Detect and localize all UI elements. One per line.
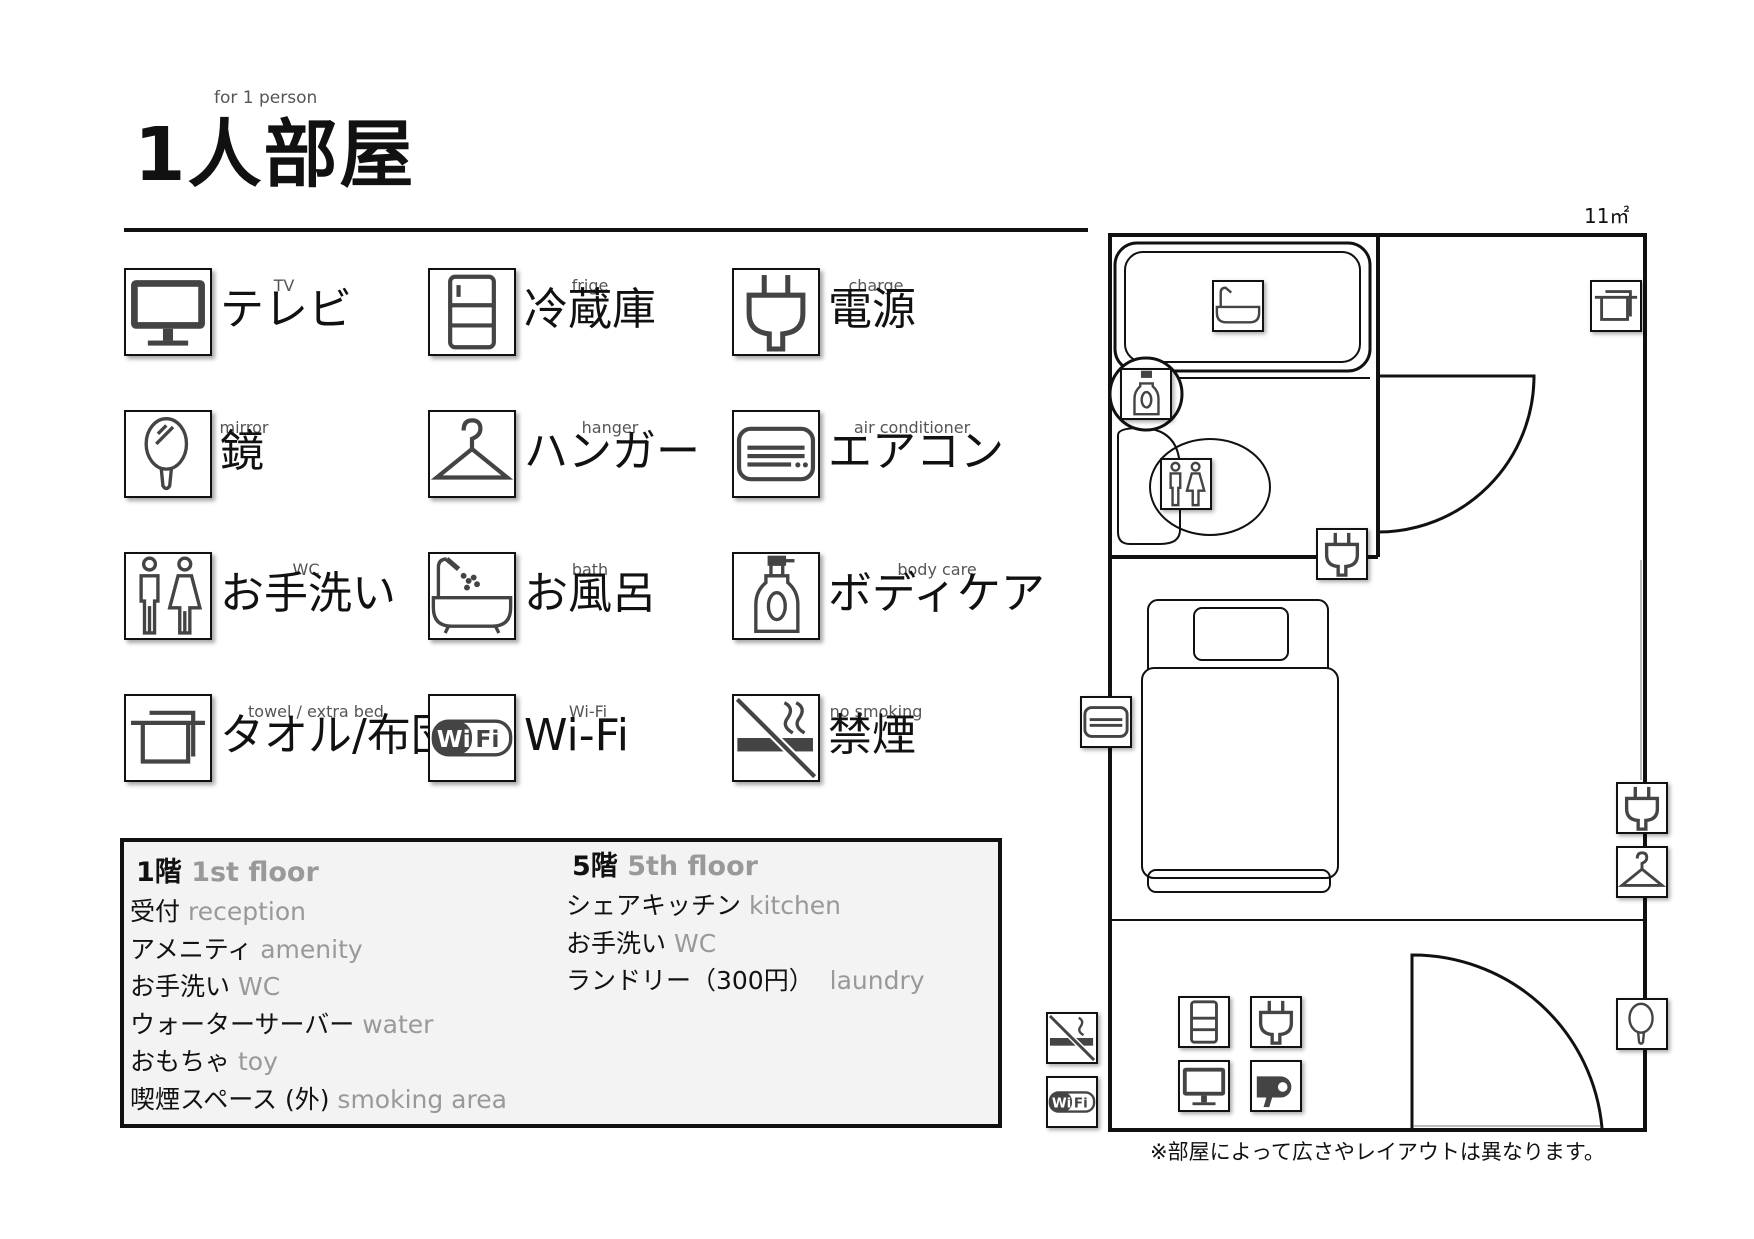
- floor-1-heading: 1階 1st floor: [136, 850, 507, 889]
- svg-text:Fi: Fi: [1074, 1096, 1088, 1111]
- amenity-en-label: body care: [897, 560, 977, 579]
- amenity-ja-label: タオル/布団: [220, 710, 455, 761]
- floor-1-ja: 1階: [136, 857, 182, 888]
- floor-item: ランドリー（300円） laundry: [566, 966, 925, 995]
- amenity-ja-label: 電源: [828, 284, 916, 335]
- amenity-ja-label: エアコン: [828, 426, 1004, 477]
- svg-text:Wi: Wi: [437, 725, 471, 753]
- mirror-icon: [124, 410, 212, 498]
- towel-icon: [124, 694, 212, 782]
- amenity-en-label: frige: [571, 276, 609, 295]
- no-smoking-icon: [732, 694, 820, 782]
- floor-5-heading: 5階 5th floor: [572, 844, 925, 883]
- amenity-en-label: no smoking: [829, 702, 923, 721]
- amenity-en-label: towel / extra bed: [248, 702, 384, 721]
- svg-text:Wi: Wi: [1052, 1096, 1071, 1111]
- floor-item: お手洗い WC: [566, 928, 717, 958]
- mirror-icon: [1616, 998, 1668, 1050]
- air-conditioner-icon: [1080, 696, 1132, 748]
- floor-item: お手洗い WC: [130, 972, 281, 1001]
- amenity-en-label: air conditioner: [853, 418, 971, 437]
- amenity-en-label: bath: [571, 560, 609, 579]
- subtitle-english: for 1 person: [214, 88, 318, 108]
- floor-item: 受付 reception: [130, 897, 306, 926]
- bathtub: [1113, 241, 1372, 373]
- amenity-ja-label: ボディケア: [828, 568, 1045, 619]
- body-care-bottle-icon: [1120, 368, 1172, 420]
- floor-5-ja: 5階: [572, 851, 618, 882]
- floor-1-en: 1st floor: [191, 857, 319, 888]
- towel-icon: [1590, 280, 1642, 332]
- floor-item: 喫煙スペース (外) smoking area: [130, 1084, 507, 1114]
- amenity-ja-label: ハンガー: [524, 426, 700, 477]
- hanger-icon: [428, 410, 516, 498]
- page-title: 1人部屋: [134, 112, 416, 198]
- tv-icon: [1178, 1060, 1230, 1112]
- amenity-en-label: Wi-Fi: [568, 702, 608, 721]
- room-area-label: 11㎡: [1584, 204, 1630, 228]
- tv-icon: [124, 268, 212, 356]
- amenity-ja-label: お風呂: [524, 568, 656, 619]
- amenity-en-label: mirror: [219, 418, 269, 437]
- bathtub-icon: [1212, 280, 1264, 332]
- restroom-icon: [124, 552, 212, 640]
- floor-guide: 1階 1st floor 受付 reception アメニティ amenity …: [120, 838, 1002, 1128]
- floor-1-column: 1階 1st floor 受付 reception アメニティ amenity …: [130, 850, 507, 1118]
- amenity-ja-label: Wi-Fi: [524, 710, 629, 761]
- fridge-icon: [1178, 996, 1230, 1048]
- bed-foot: [1147, 869, 1331, 893]
- floor-item: アメニティ amenity: [130, 934, 363, 964]
- floor-item: シェアキッチン kitchen: [566, 891, 842, 920]
- amenity-en-label: TV: [273, 276, 295, 295]
- restroom-icon: [1160, 458, 1212, 510]
- bathroom-door: [1377, 374, 1536, 534]
- plug-icon: [732, 268, 820, 356]
- layout-disclaimer: ※部屋によって広さやレイアウトは異なります。: [1150, 1140, 1605, 1164]
- no-smoking-icon: [1046, 1012, 1098, 1064]
- floor-5-en: 5th floor: [627, 851, 758, 882]
- floor-5-column: 5階 5th floor シェアキッチン kitchen お手洗い WC ランド…: [566, 844, 925, 1000]
- amenity-en-label: charge: [848, 276, 904, 295]
- svg-text:Fi: Fi: [475, 725, 499, 753]
- plug-icon: [1250, 996, 1302, 1048]
- amenity-en-label: hanger: [581, 418, 639, 437]
- amenity-ja-label: お手洗い: [220, 568, 396, 619]
- fridge-icon: [428, 268, 516, 356]
- bathtub-icon: [428, 552, 516, 640]
- entry-door: [1410, 953, 1604, 1129]
- amenity-ja-label: 冷蔵庫: [524, 284, 656, 335]
- floor-item: ウォーターサーバー water: [130, 1009, 434, 1039]
- plug-icon: [1616, 782, 1668, 834]
- amenity-ja-label: 鏡: [220, 426, 264, 477]
- bathtub-inner: [1124, 251, 1361, 363]
- plug-icon: [1316, 528, 1368, 580]
- pillow: [1193, 607, 1289, 661]
- body-care-bottle-icon: [732, 552, 820, 640]
- hanger-icon: [1616, 846, 1668, 898]
- amenity-ja-label: 禁煙: [828, 710, 916, 761]
- amenity-en-label: WC: [292, 560, 320, 579]
- hair-dryer-icon: [1250, 1060, 1302, 1112]
- air-conditioner-icon: [732, 410, 820, 498]
- title-divider: [124, 228, 1088, 232]
- amenity-ja-label: テレビ: [220, 284, 352, 335]
- bed: [1141, 667, 1339, 879]
- toilet: [1149, 438, 1271, 536]
- floor-item: おもちゃ toy: [130, 1047, 278, 1076]
